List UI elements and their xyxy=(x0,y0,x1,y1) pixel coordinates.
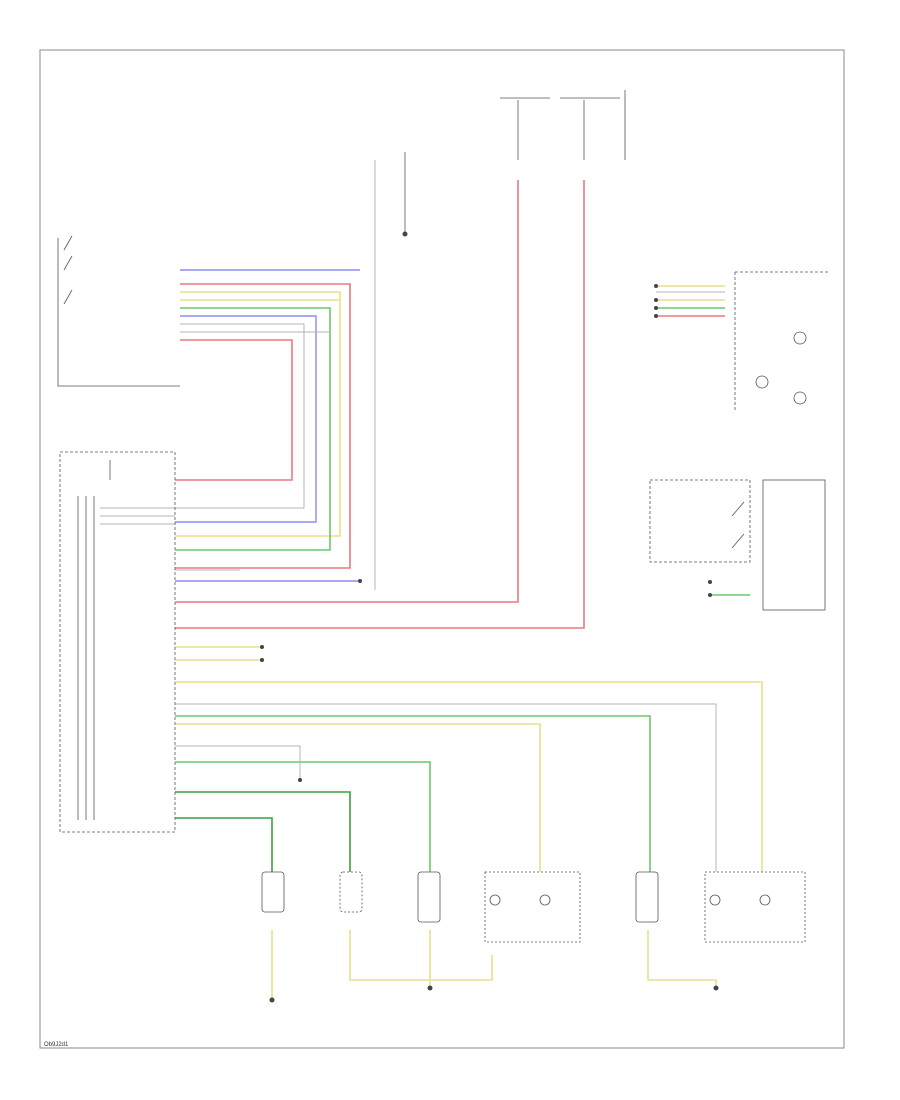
wire-green-left-front xyxy=(175,761,431,872)
switch-contact-2 xyxy=(63,255,73,271)
steering-column-module xyxy=(762,479,826,611)
switch-contact-3 xyxy=(63,289,73,305)
lamp-front-right-turn xyxy=(261,871,285,913)
cluster-lamp-1 xyxy=(793,331,807,345)
bulb-right-rear-1 xyxy=(709,894,721,906)
headlamp-switch-bracket xyxy=(57,238,180,387)
wire-gray-1 xyxy=(175,703,717,872)
wire-group-gray xyxy=(100,160,725,872)
instrument-cluster-box xyxy=(734,271,828,412)
wire-red-fuse-feed-2 xyxy=(175,180,585,629)
wire-dkgreen-2 xyxy=(175,817,273,872)
wire-group-red xyxy=(175,180,725,629)
wire-green-switch xyxy=(175,307,331,551)
wire-red-switch-1 xyxy=(175,283,351,569)
ground-symbols xyxy=(269,231,719,1003)
wire-yellow-main xyxy=(175,681,763,872)
ground-point-4 xyxy=(402,231,408,237)
cluster-lamp-2 xyxy=(755,375,769,389)
wire-yellow-ground-4 xyxy=(647,930,717,985)
sam-unit-box xyxy=(59,451,176,833)
wire-red-switch-2 xyxy=(175,339,293,481)
lamp-right-front xyxy=(635,871,659,923)
pin-dot xyxy=(654,314,658,318)
lamp-front-left-turn xyxy=(339,871,363,913)
pin-dot xyxy=(708,580,712,584)
connector-pins xyxy=(260,284,712,782)
pin-dot xyxy=(260,658,264,662)
ground-point-2 xyxy=(427,985,433,991)
pin-dot xyxy=(358,579,362,583)
comb-switch-contact-1 xyxy=(731,501,745,517)
footer-code: Ob9J2d1 xyxy=(44,1042,69,1048)
wire-group-green xyxy=(175,307,750,872)
wire-gray-3 xyxy=(175,323,305,509)
wire-yellow-rear-left xyxy=(175,723,541,872)
cluster-lamp-3 xyxy=(793,391,807,405)
wire-dkgreen-1 xyxy=(175,791,351,872)
pin-dot xyxy=(260,645,264,649)
diagram-frame xyxy=(39,49,845,1049)
wire-red-fuse-feed-1 xyxy=(175,180,519,603)
pin-dot xyxy=(708,593,712,597)
pin-dot xyxy=(654,284,658,288)
wire-blue-switch-2 xyxy=(175,315,317,523)
wire-group-blue xyxy=(175,269,360,582)
switch-contact-1 xyxy=(63,235,73,251)
bulb-left-rear-2 xyxy=(539,894,551,906)
lamp-right-rear xyxy=(704,871,806,943)
bulb-right-rear-2 xyxy=(759,894,771,906)
lamp-left-front xyxy=(417,871,441,923)
ground-point-3 xyxy=(713,985,719,991)
pin-dot xyxy=(298,778,302,782)
component-outlines xyxy=(57,90,828,943)
pin-dot xyxy=(654,306,658,310)
combination-switch-box xyxy=(649,479,751,563)
wire-gray-2 xyxy=(175,745,301,780)
wire-yellow-ground-2 xyxy=(349,930,493,981)
pin-dot xyxy=(654,298,658,302)
wire-yellow-switch-1 xyxy=(175,291,341,537)
lamp-left-rear xyxy=(484,871,581,943)
wire-group-yellow xyxy=(175,285,763,1000)
bulb-left-rear-1 xyxy=(489,894,501,906)
ground-point-1 xyxy=(269,997,275,1003)
wire-group-dark-green xyxy=(175,791,351,872)
comb-switch-contact-2 xyxy=(731,533,745,549)
wire-green-main xyxy=(175,715,651,872)
